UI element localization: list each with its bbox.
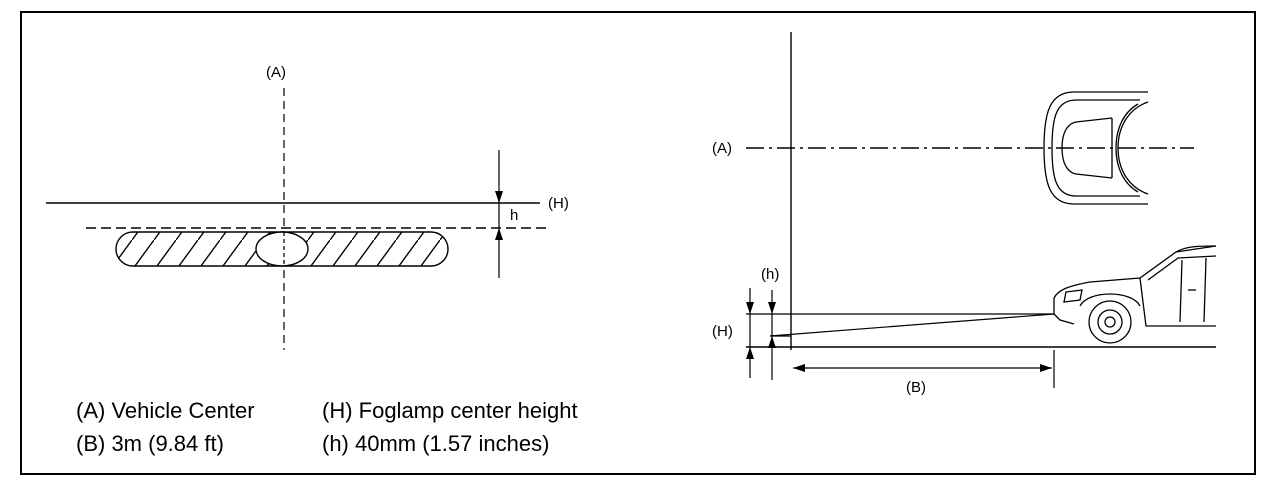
distance-dimension: [793, 350, 1055, 388]
beam-pattern: [115, 231, 449, 267]
legend-h-lower: (h) 40mm (1.57 inches): [322, 431, 549, 456]
legend-b: (B) 3m (9.84 ft): [76, 431, 224, 456]
vehicle-view: (A): [712, 32, 1217, 396]
h-dimension-left: [495, 150, 503, 278]
legend: (A) Vehicle Center (B) 3m (9.84 ft) (H) …: [76, 398, 578, 456]
car-top-view: [1043, 91, 1149, 205]
label-h-right: (H): [712, 323, 733, 340]
label-a-right: (A): [712, 140, 732, 157]
label-h-left: (H): [548, 195, 569, 212]
diagram-frame: [20, 11, 1256, 475]
car-side-view: [1053, 245, 1217, 344]
height-dimension-right: [746, 288, 754, 378]
label-small-h-left: h: [510, 207, 518, 224]
label-b-right: (B): [906, 379, 926, 396]
h-dimension-right: [768, 290, 776, 380]
legend-a: (A) Vehicle Center: [76, 398, 255, 423]
aiming-screen-view: (A) (H) h: [46, 64, 569, 350]
label-small-h-right: (h): [761, 266, 779, 283]
label-a-left: (A): [266, 64, 286, 81]
legend-h-upper: (H) Foglamp center height: [322, 398, 578, 423]
